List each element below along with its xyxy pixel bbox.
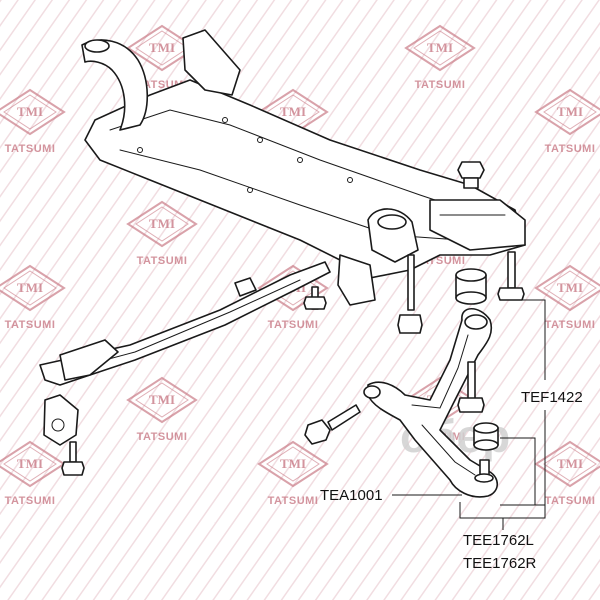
watermark-tile: TMI TATSUMI bbox=[534, 88, 600, 155]
watermark-text: TATSUMI bbox=[545, 495, 596, 507]
watermark-diamond-icon bbox=[0, 88, 66, 136]
watermark-text: TATSUMI bbox=[5, 143, 56, 155]
watermark-logo: TMI bbox=[427, 40, 453, 55]
watermark-logo: TMI bbox=[149, 216, 175, 231]
watermark-text: TATSUMI bbox=[268, 495, 319, 507]
watermark-logo: TMI bbox=[280, 104, 306, 119]
watermark-diamond-icon bbox=[534, 440, 600, 488]
top-nut bbox=[457, 161, 485, 189]
watermark-tile: TMI TATSUMI bbox=[534, 440, 600, 507]
arm-horizontal-bolt bbox=[304, 404, 361, 445]
upper-bushing bbox=[455, 268, 487, 305]
watermark-diamond-icon bbox=[257, 264, 329, 312]
watermark-diamond-icon bbox=[257, 440, 329, 488]
watermark-logo: TMI bbox=[17, 456, 43, 471]
watermark-text: TATSUMI bbox=[5, 495, 56, 507]
label-tee1762l: TEE1762L bbox=[463, 532, 534, 549]
watermark-tile: TMI TATSUMI bbox=[0, 440, 66, 507]
watermark-logo: TMI bbox=[149, 392, 175, 407]
watermark-logo: TMI bbox=[17, 280, 43, 295]
watermark-text: TATSUMI bbox=[268, 319, 319, 331]
watermark-text: TATSUMI bbox=[137, 255, 188, 267]
watermark-tile: TMI TATSUMI bbox=[126, 200, 198, 267]
label-tea1001: TEA1001 bbox=[320, 487, 383, 504]
watermark-tile: TMI TATSUMI bbox=[534, 264, 600, 331]
watermark-diamond-icon bbox=[0, 440, 66, 488]
watermark-logo: TMI bbox=[557, 456, 583, 471]
watermark-diamond-icon bbox=[534, 264, 600, 312]
watermark-tile: TMI TATSUMI bbox=[0, 88, 66, 155]
watermark-tile: TMI TATSUMI bbox=[404, 24, 476, 91]
watermark-text: TATSUMI bbox=[545, 143, 596, 155]
watermark-text: TATSUMI bbox=[545, 319, 596, 331]
watermark-logo: TMI bbox=[149, 40, 175, 55]
lower-bushing bbox=[473, 422, 499, 451]
watermark-logo: TMI bbox=[557, 280, 583, 295]
watermark-text: TATSUMI bbox=[5, 319, 56, 331]
label-tee1762r: TEE1762R bbox=[463, 555, 537, 572]
lower-control-arm bbox=[363, 307, 499, 498]
label-tef1422: TEF1422 bbox=[521, 389, 583, 406]
watermark-diamond-icon bbox=[534, 88, 600, 136]
left-bolt bbox=[303, 286, 327, 310]
watermark-tile: TMI TATSUMI bbox=[0, 264, 66, 331]
leader-lines bbox=[392, 299, 546, 530]
watermark-diamond-icon bbox=[0, 264, 66, 312]
watermark-diamond-icon bbox=[404, 24, 476, 72]
ball-joint-stud bbox=[474, 459, 494, 483]
watermark-logo: TMI bbox=[17, 104, 43, 119]
subframe bbox=[81, 29, 526, 306]
watermark-text: TATSUMI bbox=[137, 431, 188, 443]
rear-tie-bar bbox=[39, 261, 331, 386]
watermark-logo: TMI bbox=[280, 456, 306, 471]
watermark-tile: TMI TATSUMI bbox=[126, 376, 198, 443]
watermark-logo: TMI bbox=[557, 104, 583, 119]
watermark-diamond-icon bbox=[126, 200, 198, 248]
watermark-diamond-icon bbox=[126, 376, 198, 424]
arm-vertical-bolt bbox=[457, 361, 485, 413]
center-bolt bbox=[397, 254, 423, 334]
left-bracket bbox=[43, 394, 85, 476]
watermark-text: TATSUMI bbox=[415, 79, 466, 91]
watermark-tile: TMI TATSUMI bbox=[257, 440, 329, 507]
